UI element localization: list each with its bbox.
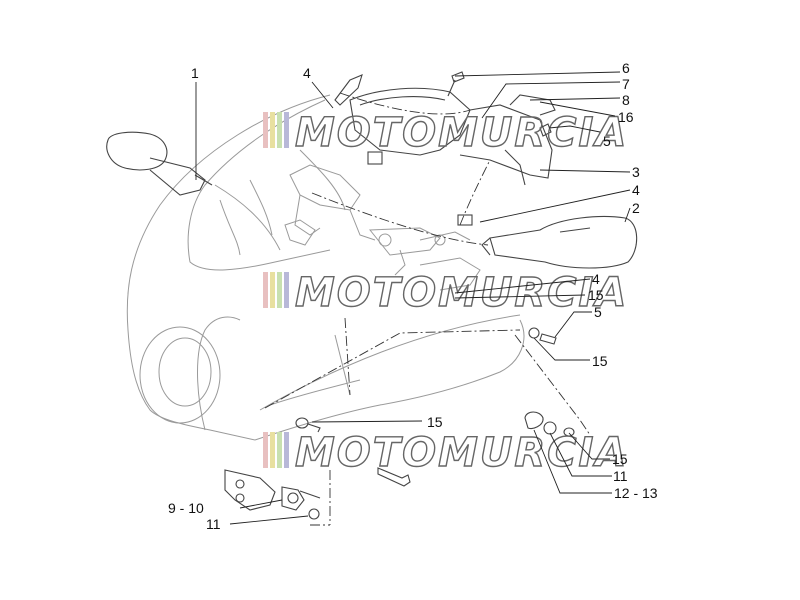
callout-5: 5 xyxy=(594,304,602,320)
callout-7: 7 xyxy=(622,76,630,92)
callout-9-10: 9 - 10 xyxy=(168,500,204,516)
callout-5: 5 xyxy=(603,133,611,149)
watermark-text: MOTOMURCIA xyxy=(295,110,628,156)
callout-15: 15 xyxy=(427,414,443,430)
leader-lines xyxy=(195,71,631,525)
assembly-centerlines xyxy=(264,92,591,526)
callout-15: 15 xyxy=(592,353,608,369)
watermark-middle: MOTOMURCIA xyxy=(263,269,628,317)
callout-labels: 1 4 6 7 8 16 5 3 4 2 4 15 5 15 15 15 11 … xyxy=(168,60,658,532)
watermark-text: MOTOMURCIA xyxy=(295,270,628,316)
callout-11: 11 xyxy=(206,516,221,532)
callout-4: 4 xyxy=(303,65,311,81)
callout-4: 4 xyxy=(592,271,600,287)
callout-15: 15 xyxy=(588,287,604,303)
callout-2: 2 xyxy=(632,200,640,216)
front-fairing xyxy=(126,94,525,441)
callout-16: 16 xyxy=(618,109,634,125)
hardware xyxy=(224,71,575,520)
callout-8: 8 xyxy=(622,92,630,108)
watermark-text: MOTOMURCIA xyxy=(295,430,628,476)
right-turn-signal xyxy=(481,216,638,269)
callout-6: 6 xyxy=(622,60,630,76)
callout-4: 4 xyxy=(632,182,640,198)
watermark-bottom: MOTOMURCIA xyxy=(263,429,628,477)
callout-15: 15 xyxy=(612,451,628,467)
callout-11: 11 xyxy=(613,468,628,484)
callout-12-13: 12 - 13 xyxy=(614,485,658,501)
watermark-top: MOTOMURCIA xyxy=(263,109,628,157)
left-turn-signal xyxy=(106,131,213,196)
callout-3: 3 xyxy=(632,164,640,180)
callout-1: 1 xyxy=(191,65,199,81)
